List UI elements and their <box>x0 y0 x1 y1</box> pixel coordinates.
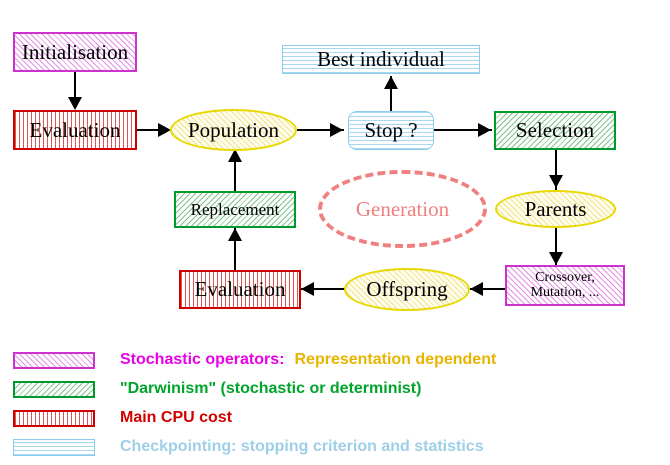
edge-parents-crossover-arrow <box>549 252 563 265</box>
legend-label-darwinism: "Darwinism" (stochastic or determinist) <box>120 380 422 397</box>
node-selection[interactable]: Selection <box>494 111 616 150</box>
edge-selection-parents-arrow <box>549 175 563 188</box>
edge-population-stop-arrow <box>330 123 343 137</box>
legend-label-representation-dependent: Representation dependent <box>294 351 497 368</box>
node-evaluation-bottom[interactable]: Evaluation <box>179 270 301 309</box>
legend-swatch-green-diagonal-hatch-icon <box>13 380 95 398</box>
legend-swatch-magenta-diagonal-hatch-icon <box>13 351 95 369</box>
legend-row-stochastic-operators: Stochastic operators: Representation dep… <box>13 348 496 372</box>
node-initialisation[interactable]: Initialisation <box>13 32 137 72</box>
legend-row-checkpointing: Checkpointing: stopping criterion and st… <box>13 435 484 459</box>
edge-evaluation-population-arrow <box>158 123 171 137</box>
edge-crossover-offspring-line <box>470 288 506 290</box>
node-replacement[interactable]: Replacement <box>174 191 296 228</box>
edge-stop-best-individual-line <box>390 76 392 112</box>
node-evaluation-top-label: Evaluation <box>29 117 121 142</box>
node-offspring[interactable]: Offspring <box>344 268 470 311</box>
legend-swatch-blue-horizontal-hatch-icon <box>13 438 95 456</box>
edge-initialisation-evaluation-arrow <box>68 97 82 110</box>
edge-selection-parents-line <box>555 150 557 190</box>
node-generation-label: Generation <box>355 196 450 221</box>
node-initialisation-label: Initialisation <box>21 39 129 64</box>
edge-initialisation-evaluation-line <box>74 72 76 100</box>
edge-stop-selection-line <box>434 129 492 131</box>
node-selection-label: Selection <box>515 118 595 143</box>
legend-swatch-red-vertical-hatch-icon <box>13 409 95 427</box>
edge-stop-selection-arrow <box>478 123 491 137</box>
legend-row-main-cpu-cost: Main CPU cost <box>13 406 232 430</box>
node-stop[interactable]: Stop ? <box>348 111 434 150</box>
edge-evaluation-population-line <box>137 129 164 131</box>
edge-evaluation-replacement-line <box>234 228 236 272</box>
edge-offspring-evaluation-line <box>301 288 346 290</box>
node-crossover-label-line2: Mutation, ... <box>530 284 600 300</box>
edge-stop-best-individual-arrow <box>384 76 398 89</box>
node-crossover-mutation[interactable]: Crossover, Mutation, ... <box>505 265 625 306</box>
node-crossover-label-line1: Crossover, <box>535 269 595 285</box>
edge-population-stop-line <box>297 129 344 131</box>
legend-label-stochastic-operators: Stochastic operators: <box>120 351 285 368</box>
node-best-individual-label: Best individual <box>317 47 445 72</box>
node-population[interactable]: Population <box>170 109 297 151</box>
legend-row-darwinism: "Darwinism" (stochastic or determinist) <box>13 377 421 401</box>
node-parents-label: Parents <box>524 196 587 221</box>
node-parents[interactable]: Parents <box>495 190 616 228</box>
edge-evaluation-replacement-arrow <box>228 228 242 241</box>
edge-crossover-offspring-arrow <box>470 282 483 296</box>
legend-label-checkpointing: Checkpointing: stopping criterion and st… <box>120 438 484 455</box>
node-offspring-label: Offspring <box>366 277 448 302</box>
legend: Stochastic operators: Representation dep… <box>0 340 670 465</box>
node-evaluation-top[interactable]: Evaluation <box>13 110 137 150</box>
edge-parents-crossover-line <box>555 228 557 266</box>
edge-replacement-population-arrow <box>228 149 242 162</box>
edge-offspring-evaluation-arrow <box>301 282 314 296</box>
node-population-label: Population <box>187 117 279 142</box>
node-evaluation-bottom-label: Evaluation <box>194 277 286 302</box>
legend-label-main-cpu-cost: Main CPU cost <box>120 409 233 426</box>
node-best-individual[interactable]: Best individual <box>282 45 480 74</box>
edge-replacement-population-line <box>234 149 236 193</box>
node-generation-annotation: Generation <box>318 170 487 248</box>
node-replacement-label: Replacement <box>190 199 280 219</box>
node-stop-label: Stop ? <box>364 118 418 143</box>
